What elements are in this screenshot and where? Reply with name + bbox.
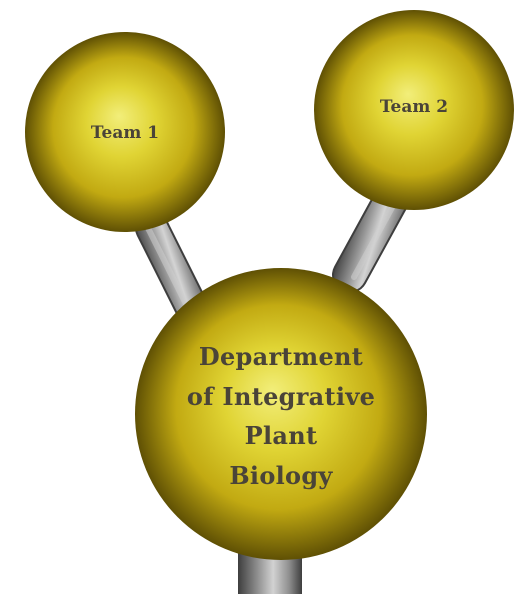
team1-label: Team 1 — [91, 123, 159, 143]
department-label-line-3: Plant — [245, 421, 318, 450]
team2-node: Team 2 — [314, 10, 514, 210]
team2-sphere — [314, 10, 514, 210]
department-sphere — [135, 268, 427, 560]
team1-node: Team 1 — [25, 32, 225, 232]
department-node: Department of Integrative Plant Biology — [135, 268, 427, 560]
department-label-line-1: Department — [199, 342, 363, 371]
department-label-line-4: Biology — [229, 461, 333, 490]
team1-sphere — [25, 32, 225, 232]
department-label-line-2: of Integrative — [187, 382, 375, 411]
team2-label: Team 2 — [380, 97, 448, 117]
